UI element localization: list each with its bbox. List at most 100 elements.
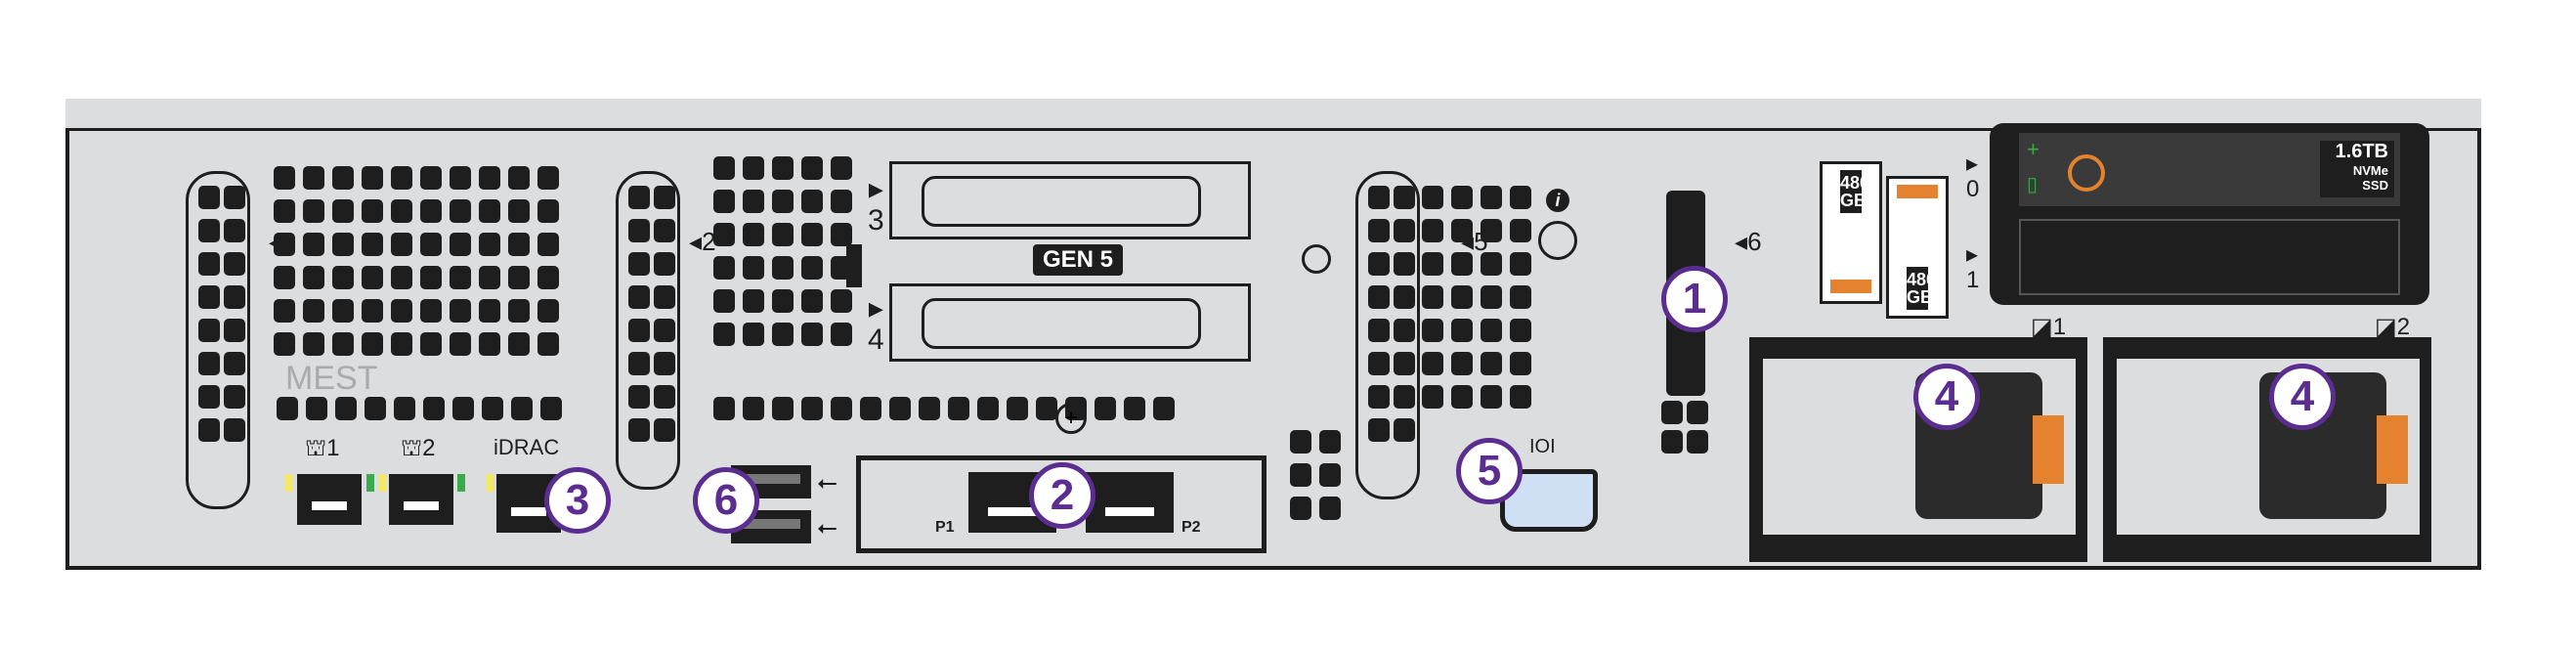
vent-hole — [743, 323, 764, 346]
ocp-port-p2[interactable] — [1086, 472, 1174, 533]
bay-0-number: 0 — [1966, 176, 1980, 202]
vent-hole — [391, 266, 412, 289]
vent-hole — [1481, 285, 1502, 309]
vent-hole — [537, 199, 559, 223]
psu-1-release-latch[interactable] — [2033, 415, 2064, 484]
vent-hole — [450, 233, 471, 256]
vent-hole — [801, 289, 823, 313]
slot-6-number: 6 — [1747, 227, 1762, 256]
callout-4-psu2: 4 — [2269, 364, 2336, 430]
nic-1-number: 1 — [326, 435, 340, 461]
slot-5-number: 5 — [1474, 227, 1488, 256]
vent-hole — [654, 252, 675, 276]
bay-1-label: ▸1 — [1966, 241, 1980, 293]
psu-2-release-latch[interactable] — [2377, 415, 2408, 484]
vent-hole — [1422, 352, 1443, 375]
vent-hole — [1481, 186, 1502, 209]
vent-hole — [224, 418, 245, 442]
nic-2-link-led — [457, 474, 465, 492]
vent-hole — [303, 199, 324, 223]
vent-hole — [198, 219, 220, 242]
vent-hole — [772, 156, 794, 180]
vent-hole — [362, 233, 383, 256]
nic-port-1[interactable] — [297, 474, 362, 525]
vent-hole — [743, 190, 764, 213]
vent-hole — [919, 397, 940, 420]
vent-hole — [537, 332, 559, 356]
vent-hole — [1510, 252, 1531, 276]
vent-hole — [1394, 252, 1415, 276]
vent-hole — [1319, 463, 1341, 487]
pcie-slot-3 — [889, 161, 1251, 239]
vent-hole — [198, 285, 220, 309]
system-id-button[interactable] — [1538, 221, 1577, 260]
vent-hole — [274, 233, 295, 256]
vent-hole — [772, 397, 794, 420]
ocp-p1-label: P1 — [935, 519, 955, 536]
slot-3-label: ▸3 — [868, 173, 884, 237]
vent-hole — [1394, 352, 1415, 375]
vent-hole — [479, 233, 500, 256]
vent-hole — [303, 299, 324, 323]
vent-hole — [628, 385, 650, 409]
vent-hole — [420, 166, 442, 190]
vent-hole — [537, 266, 559, 289]
vent-hole — [801, 397, 823, 420]
vent-hole — [479, 166, 500, 190]
nvme-drive-bay-0[interactable]: + ▯ 1.6TB NVMe SSD — [2019, 133, 2400, 206]
vent-hole — [274, 299, 295, 323]
drive-bay-1-blank[interactable] — [2019, 219, 2400, 295]
vent-hole — [1368, 252, 1390, 276]
vent-hole — [224, 285, 245, 309]
vent-hole — [801, 223, 823, 246]
slot-2-number: 2 — [702, 227, 716, 256]
psu-1[interactable] — [1749, 337, 2087, 562]
vent-hole — [508, 266, 530, 289]
vent-hole — [450, 332, 471, 356]
vent-hole — [1394, 219, 1415, 242]
drive-bay-cage: + ▯ 1.6TB NVMe SSD — [1990, 123, 2429, 305]
vent-hole — [391, 199, 412, 223]
boss-1-release-tab[interactable] — [1830, 280, 1871, 293]
slot-3-number: 3 — [868, 204, 884, 237]
idrac-label: iDRAC — [494, 435, 560, 459]
nic-port-2[interactable] — [389, 474, 453, 525]
vent-hole — [1422, 252, 1443, 276]
vent-hole — [450, 166, 471, 190]
vent-hole — [713, 256, 735, 280]
vent-hole — [420, 332, 442, 356]
vent-hole — [743, 397, 764, 420]
vent-hole — [772, 223, 794, 246]
vent-hole — [1451, 285, 1473, 309]
vent-hole — [831, 397, 852, 420]
psu-2[interactable] — [2103, 337, 2431, 562]
callout-6: 6 — [693, 467, 759, 534]
vent-hole — [224, 319, 245, 342]
vent-hole — [831, 190, 852, 213]
screw-icon — [1302, 244, 1331, 274]
vent-hole — [1368, 219, 1390, 242]
vent-hole — [1481, 319, 1502, 342]
vent-hole — [332, 332, 354, 356]
vent-hole — [654, 219, 675, 242]
vent-hole — [479, 199, 500, 223]
vent-hole — [1422, 385, 1443, 409]
vent-hole — [713, 190, 735, 213]
vent-hole — [537, 166, 559, 190]
boss-2-release-tab[interactable] — [1897, 185, 1938, 198]
vent-hole — [831, 223, 852, 246]
vent-hole — [831, 156, 852, 180]
vent-hole — [1510, 385, 1531, 409]
vent-hole — [540, 397, 562, 420]
drive-release-button[interactable] — [2068, 154, 2105, 192]
vent-hole — [1451, 252, 1473, 276]
vent-hole — [452, 397, 474, 420]
vent-hole — [1451, 186, 1473, 209]
vent-hole — [362, 299, 383, 323]
vent-hole — [198, 352, 220, 375]
vent-hole — [394, 397, 415, 420]
